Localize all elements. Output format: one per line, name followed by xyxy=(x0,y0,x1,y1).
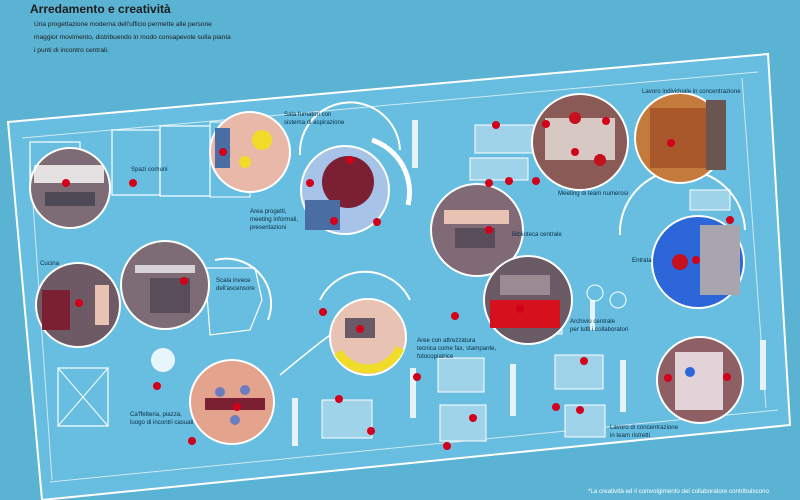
partition xyxy=(412,120,418,168)
partition xyxy=(620,360,626,412)
circle-biblioteca xyxy=(430,183,524,277)
label-caffetteria: Ca'ffetteria, piazza,luogo di incontri c… xyxy=(130,411,194,427)
desk xyxy=(469,157,529,181)
stair-cross xyxy=(57,367,109,427)
partition xyxy=(760,340,766,390)
partition xyxy=(292,398,298,446)
circle-scala xyxy=(120,240,210,330)
partition xyxy=(590,300,595,330)
desk xyxy=(689,189,731,211)
label-meeting-team: Meeting di team numerosi xyxy=(558,190,629,197)
circle-meeting-area xyxy=(300,137,413,235)
desk xyxy=(554,354,604,390)
stair-block xyxy=(57,367,109,427)
desk xyxy=(321,399,373,439)
round-table xyxy=(586,284,604,302)
circle-caffetteria xyxy=(189,359,275,445)
round-table xyxy=(151,348,175,372)
curved-path xyxy=(279,334,331,376)
inner-wall xyxy=(21,71,759,139)
circle-sala-fumatori xyxy=(209,111,291,193)
inner-wall xyxy=(49,409,779,483)
label-spazi-comuni: Spazi comuni xyxy=(131,166,168,173)
curved-wall xyxy=(298,101,401,156)
round-table xyxy=(609,291,627,309)
stair-spiral xyxy=(204,267,263,336)
partition xyxy=(410,368,416,418)
circle-meeting-team xyxy=(531,93,629,191)
circle-aree-attrezzatura xyxy=(329,298,407,376)
curved-wall xyxy=(214,257,273,321)
desk xyxy=(439,404,487,442)
label-area-progetti: Area progetti,meeting informali,presenta… xyxy=(250,208,299,232)
label-entrata: Entrata xyxy=(632,257,652,264)
circle-archivio xyxy=(483,255,573,345)
label-cucina: Cucina xyxy=(40,260,59,267)
page-title: Arredamento e creatività xyxy=(30,2,171,16)
location-markers xyxy=(62,117,734,450)
desk xyxy=(564,404,606,438)
label-lavoro-individuale: Lavoro individuale in concentrazione xyxy=(642,88,741,95)
circle-spazi-comuni xyxy=(29,147,111,229)
desk xyxy=(474,124,536,154)
intro-text: Una progettazione moderna dell'ufficio p… xyxy=(34,21,231,54)
circle-lavoro-individuale xyxy=(634,92,726,184)
desk xyxy=(437,357,485,393)
footer-note: *La creatività ed il coinvolgimento del … xyxy=(588,488,769,495)
label-biblioteca: Biblioteca centrale xyxy=(512,231,562,238)
curved-wall xyxy=(319,270,411,301)
partition xyxy=(510,364,516,416)
circle-lavoro-team xyxy=(656,336,744,424)
